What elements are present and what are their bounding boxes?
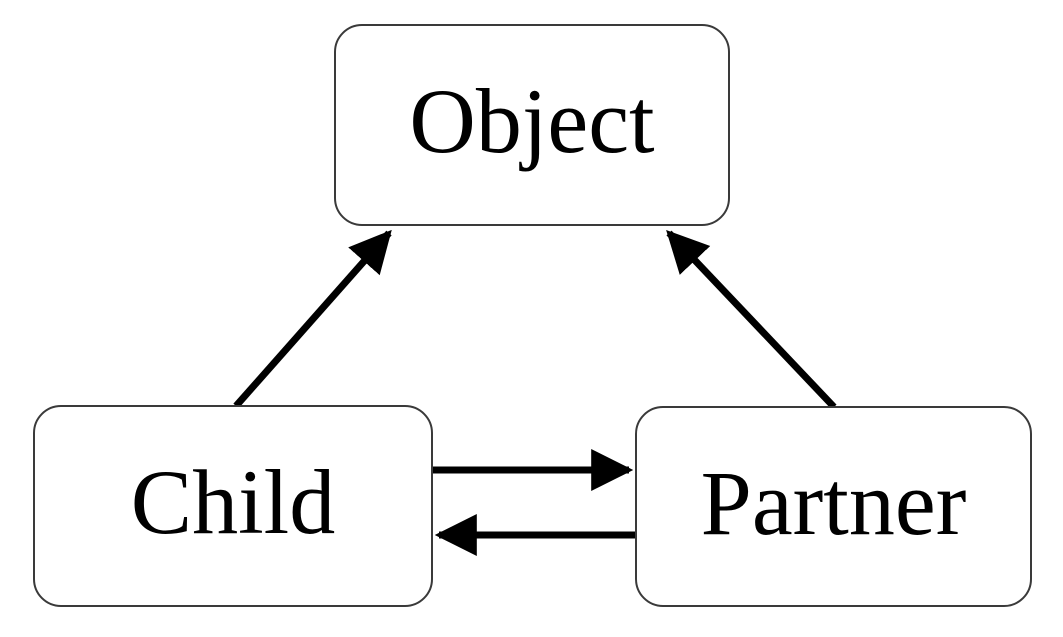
arrow-partner-to-object bbox=[666, 229, 837, 410]
node-object: Object bbox=[334, 24, 730, 226]
node-partner-label: Partner bbox=[700, 451, 967, 554]
node-child-label: Child bbox=[130, 451, 336, 553]
arrow-child-to-object bbox=[233, 229, 392, 409]
node-child: Child bbox=[33, 405, 433, 607]
node-object-label: Object bbox=[409, 70, 655, 172]
node-partner: Partner bbox=[635, 406, 1032, 607]
